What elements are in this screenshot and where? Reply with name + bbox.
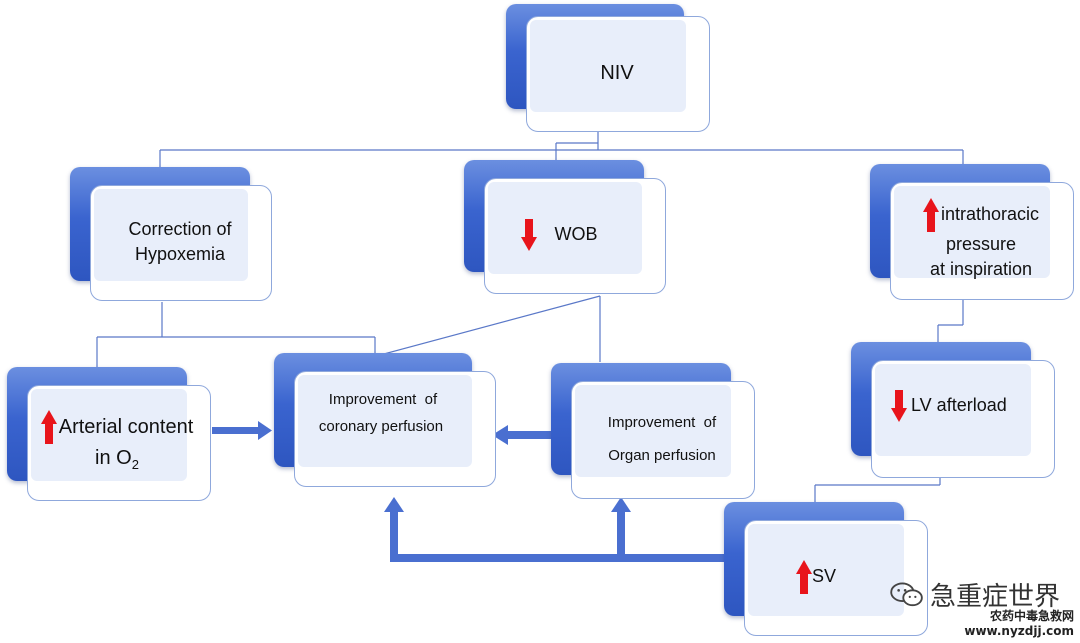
intrathoracic-line2: pressure: [945, 233, 1017, 254]
arrow-up-icon: [40, 409, 57, 444]
organ-line1: Improvement of: [607, 414, 717, 431]
watermark-site: 农药中毒急救网 www.nyzdjj.com: [964, 609, 1074, 639]
niv-label: NIV: [600, 62, 634, 84]
organ-line2: Organ perfusion: [608, 447, 716, 464]
watermark-line1: 农药中毒急救网: [989, 609, 1074, 623]
arrow-up-icon: [796, 560, 812, 594]
node-coronary: Improvement of coronary perfusion: [274, 353, 498, 489]
sv-label: SV: [812, 566, 837, 587]
watermark-line2: www.nyzdjj.com: [964, 624, 1074, 638]
watermark-brand: 急重症世界: [929, 582, 1060, 612]
arrow-down-icon: [520, 219, 537, 251]
tree-lines: [96, 130, 964, 502]
arterial-line2: in O2: [95, 446, 139, 472]
node-niv: NIV: [506, 4, 712, 132]
coronary-line2: coronary perfusion: [318, 418, 444, 435]
watermark: 急重症世界: [890, 576, 1060, 613]
hypoxemia-line1: Correction of: [128, 218, 232, 239]
hypoxemia-line2: Hypoxemia: [134, 244, 226, 264]
node-organ: Improvement of Organ perfusion: [551, 363, 757, 499]
lv-label: LV afterload: [911, 395, 1007, 416]
arterial-line1: Arterial content: [58, 415, 194, 438]
arrow-down-icon: [891, 390, 907, 422]
wob-label: WOB: [554, 224, 598, 245]
intrathoracic-line1: intrathoracic: [940, 204, 1040, 225]
node-sv: SV: [724, 502, 930, 638]
node-intrathoracic: intrathoracic pressure at inspiration: [870, 164, 1076, 300]
node-hypoxemia: Correction of Hypoxemia: [70, 167, 274, 303]
wechat-icon: [890, 581, 923, 606]
node-wob: WOB: [464, 160, 668, 296]
arrow-up-icon: [922, 197, 939, 232]
node-arterial: Arterial content in O2: [7, 367, 213, 503]
flow-arrows: [212, 421, 724, 562]
coronary-line1: Improvement of: [328, 391, 438, 408]
node-lv-afterload: LV afterload: [851, 342, 1057, 478]
intrathoracic-line3: at inspiration: [929, 259, 1033, 279]
